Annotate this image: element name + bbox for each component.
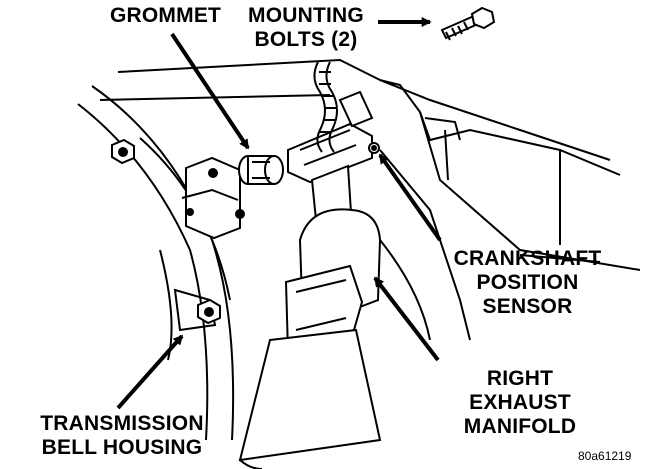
- label-crankshaft-line3: SENSOR: [482, 295, 573, 318]
- figure-id: 80a61219: [578, 449, 632, 463]
- arrow-grommet: [170, 32, 250, 150]
- exhaust-pipe: [238, 164, 431, 469]
- arrow-crankshaft-sensor: [378, 153, 442, 242]
- leader-arrows: [116, 17, 442, 410]
- label-grommet: GROMMET: [110, 4, 221, 28]
- bell-housing-bolt-upper: [111, 138, 135, 165]
- label-mounting-bolts-line1: MOUNTING: [248, 4, 364, 27]
- mounting-bolt: [440, 6, 496, 41]
- label-transmission-bell-housing: TRANSMISSION BELL HOUSING: [2, 412, 242, 460]
- label-crankshaft-line1: CRANKSHAFT: [453, 247, 602, 270]
- label-exhaust-line1: RIGHT: [486, 367, 554, 390]
- label-bell-line2: BELL HOUSING: [41, 436, 203, 459]
- label-mounting-bolts: MOUNTING BOLTS (2): [248, 4, 364, 52]
- arrow-exhaust-manifold: [373, 276, 440, 362]
- bell-housing: [77, 85, 235, 441]
- label-exhaust-line2: EXHAUST: [469, 391, 571, 414]
- label-right-exhaust-manifold: RIGHT EXHAUST MANIFOLD: [420, 367, 620, 439]
- sensor-wire: [313, 61, 338, 153]
- arrow-bell-housing: [116, 334, 184, 410]
- sensor-bracket: [181, 156, 245, 240]
- engine-block: [99, 58, 641, 341]
- grommet: [238, 155, 284, 185]
- crankshaft-sensor: [287, 90, 380, 184]
- label-grommet-line1: GROMMET: [110, 4, 222, 27]
- label-exhaust-line3: MANIFOLD: [463, 415, 577, 438]
- bell-housing-bolt-lower: [197, 298, 221, 325]
- label-bell-line1: TRANSMISSION: [40, 412, 204, 435]
- label-crankshaft-position-sensor: CRANKSHAFT POSITION SENSOR: [430, 247, 625, 319]
- label-crankshaft-line2: POSITION: [476, 271, 579, 294]
- label-mounting-bolts-line2: BOLTS (2): [254, 28, 358, 51]
